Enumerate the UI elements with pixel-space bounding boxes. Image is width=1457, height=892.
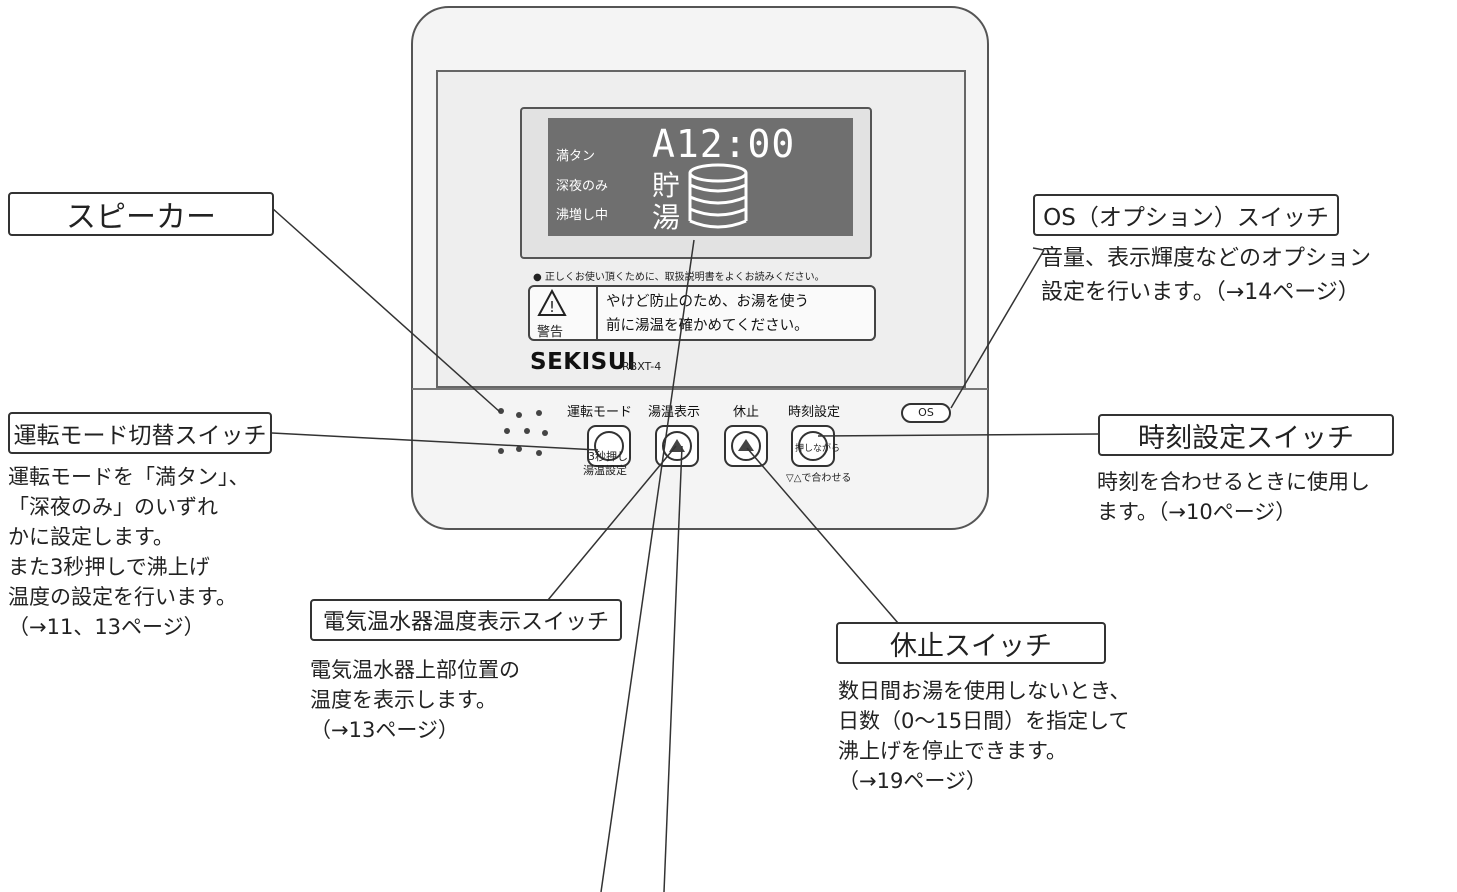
mode-button-sub1: 3秒押し xyxy=(588,450,628,463)
speaker-hole xyxy=(536,410,542,416)
clock-button-sub: ▽△で合わせる xyxy=(786,473,852,484)
svg-text:!: ! xyxy=(549,298,555,316)
speaker-hole xyxy=(498,448,504,454)
mode-button-sub2: 湯温設定 xyxy=(583,464,627,477)
warning-word: 警告 xyxy=(537,325,564,340)
pause-leader xyxy=(746,447,899,624)
speaker-hole xyxy=(516,412,522,418)
clock-switch-description: 時刻を合わせるときに使用し ます。（→10ページ） xyxy=(1097,470,1370,524)
triangle-up-icon xyxy=(738,439,754,451)
os-option-button[interactable]: OS xyxy=(901,403,951,423)
lcd-mode-night: 深夜のみ xyxy=(556,179,609,194)
temp-display-description: 電気温水器上部位置の 温度を表示します。 （→13ページ） xyxy=(310,658,520,742)
warning-line-1: やけど防止のため、お湯を使う xyxy=(606,294,809,310)
brand-logo: SEKISUI xyxy=(530,349,636,375)
lcd-heating-status: 沸増し中 xyxy=(556,208,609,223)
os-leader-tail xyxy=(1032,247,1045,251)
speaker-hole xyxy=(542,430,548,436)
model-number: RBXT-4 xyxy=(622,360,662,373)
speaker-hole xyxy=(516,446,522,452)
panel-divider xyxy=(412,388,988,390)
speaker-hole xyxy=(498,408,504,414)
mode-switch-button[interactable] xyxy=(587,425,631,467)
mode-switch-callout: 運転モード切替スイッチ xyxy=(8,412,272,454)
speaker-callout: スピーカー xyxy=(8,192,274,236)
lcd-mode-full: 満タン xyxy=(556,149,596,164)
speaker-grille xyxy=(494,404,554,468)
temp-display-callout: 電気温水器温度表示スイッチ xyxy=(310,599,622,641)
warning-divider xyxy=(596,287,598,339)
mode-button-label: 運転モード xyxy=(567,405,633,420)
temp-button-label: 湯温表示 xyxy=(648,405,701,420)
os-switch-callout: OS（オプション）スイッチ xyxy=(1033,194,1339,236)
speaker-hole xyxy=(524,428,530,434)
mode-switch-description: 運転モードを「満タン」、 「深夜のみ」のいずれ かに設定します。 また3秒押しで… xyxy=(8,465,250,639)
speaker-hole xyxy=(536,450,542,456)
temp-leader xyxy=(547,445,677,601)
lcd-screen xyxy=(548,118,853,236)
warning-label xyxy=(528,285,876,341)
mode-leader xyxy=(271,432,599,451)
mode-button-circle xyxy=(594,431,624,461)
clock-button-label: 時刻設定 xyxy=(788,405,841,420)
temp-display-button[interactable] xyxy=(655,425,699,467)
warning-line-2: 前に湯温を確かめてください。 xyxy=(606,318,809,334)
speaker-hole xyxy=(504,428,510,434)
pause-switch-callout: 休止スイッチ xyxy=(836,622,1106,664)
clock-button-inner-label: 押しながら xyxy=(795,444,841,454)
clock-set-button[interactable] xyxy=(791,425,835,467)
warning-triangle-icon: ! xyxy=(537,289,567,316)
lcd-clock: A12:00 xyxy=(652,122,796,166)
lcd-storage-char1: 貯 xyxy=(652,169,681,202)
clock-leader xyxy=(817,433,1099,437)
speaker-leader xyxy=(271,207,501,413)
display-leader-right xyxy=(663,445,683,892)
clock-switch-callout: 時刻設定スイッチ xyxy=(1098,414,1394,456)
os-leader xyxy=(950,249,1045,409)
pause-switch-description: 数日間お湯を使用しないとき、 日数（0〜15日間）を指定して 沸上げを停止できま… xyxy=(838,679,1131,793)
lcd-storage-char2: 湯 xyxy=(652,201,681,234)
os-switch-description: 音量、表示輝度などのオプション 設定を行います。（→14ページ） xyxy=(1041,246,1372,305)
pause-button-label: 休止 xyxy=(733,405,760,420)
display-leader-left xyxy=(600,239,695,892)
usage-notice: ● 正しくお使い頂くために、取扱説明書をよくお読みください。 xyxy=(533,272,825,283)
pause-switch-button[interactable] xyxy=(724,425,768,467)
tank-level-icon xyxy=(688,163,748,229)
